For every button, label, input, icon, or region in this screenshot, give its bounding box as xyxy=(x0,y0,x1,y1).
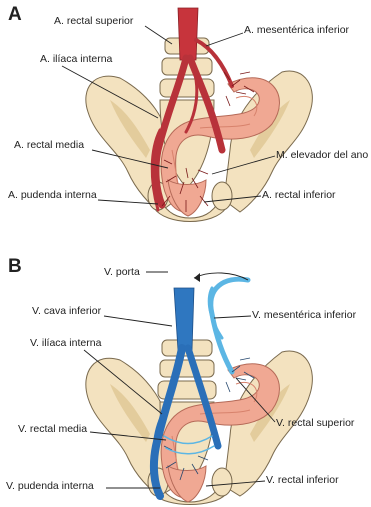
label-b-porta: V. porta xyxy=(104,266,140,278)
label-b-rectal-media: V. rectal media xyxy=(18,423,87,435)
arrow-icon xyxy=(194,273,200,282)
panel-a: A xyxy=(8,4,368,222)
panel-b-letter: B xyxy=(8,256,22,277)
label-a-iliaca-interna: A. ilíaca interna xyxy=(40,53,113,65)
panel-b: B xyxy=(6,256,357,505)
label-a-rectal-superior: A. rectal superior xyxy=(54,15,134,27)
label-b-pudenda-interna: V. pudenda interna xyxy=(6,480,94,492)
label-b-cava-inferior: V. cava inferior xyxy=(32,305,102,317)
label-a-pudenda-interna: A. pudenda interna xyxy=(8,189,97,201)
label-b-rectal-inferior: V. rectal inferior xyxy=(266,474,339,486)
label-b-mesenterica-inferior: V. mesentérica inferior xyxy=(252,309,357,321)
label-a-rectal-media: A. rectal media xyxy=(14,139,84,151)
label-a-rectal-inferior: A. rectal inferior xyxy=(262,189,336,201)
label-b-iliaca-interna: V. ilíaca interna xyxy=(30,337,102,349)
label-a-elevador-ano: M. elevador del ano xyxy=(276,149,368,161)
panel-a-letter: A xyxy=(8,4,22,25)
label-a-mesenterica-inferior: A. mesentérica inferior xyxy=(244,24,350,36)
label-b-rectal-superior: V. rectal superior xyxy=(276,417,355,429)
